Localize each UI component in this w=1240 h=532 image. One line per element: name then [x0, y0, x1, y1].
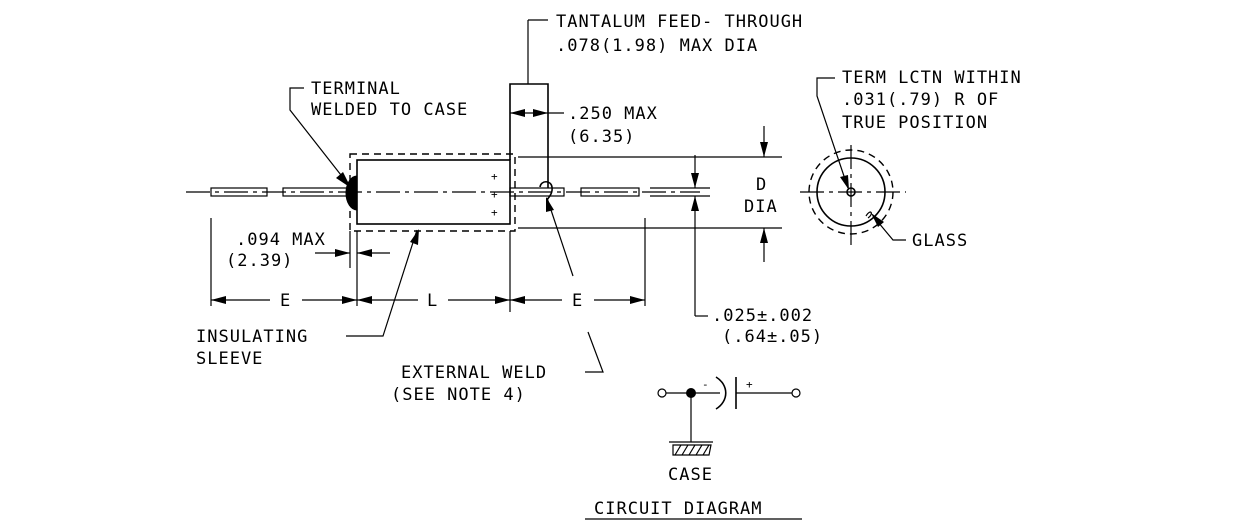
arrowhead	[760, 228, 768, 243]
polarity-negative: -	[702, 378, 709, 391]
insulating-sleeve	[349, 153, 516, 232]
external-weld-leader	[585, 331, 604, 373]
arrowhead	[510, 109, 525, 117]
max250-label-line1: .250 MAX	[568, 104, 658, 124]
term-lctn-label-line2: .031(.79) R OF	[842, 90, 999, 110]
polarity-mark: +	[491, 188, 498, 201]
feedthrough-lead	[509, 187, 565, 197]
end-view	[800, 77, 906, 246]
external-weld-leader-diag	[546, 197, 574, 277]
arrowhead	[335, 249, 350, 257]
insulating-label-line1: INSULATING	[196, 327, 308, 347]
right-lead-outer	[580, 187, 640, 197]
arrowhead	[691, 196, 699, 211]
external-weld-label-line1: EXTERNAL WELD	[401, 363, 547, 383]
dia-label: DIA	[744, 197, 778, 217]
insulating-leader	[346, 229, 418, 337]
arrowhead	[630, 296, 645, 304]
end-view-case-circle	[816, 157, 886, 227]
lead-dia-label-line1: .025±.002	[712, 306, 813, 326]
left-lead-outer	[210, 187, 268, 197]
glass-hatch	[865, 211, 872, 219]
terminal-weld	[345, 175, 358, 211]
terminal-label-line1: TERMINAL	[311, 79, 401, 99]
arrowhead	[533, 109, 548, 117]
external-weld-label-line2: (SEE NOTE 4)	[391, 385, 526, 405]
circuit-terminal-right	[791, 388, 801, 398]
arrowhead	[546, 197, 554, 212]
arrowhead	[211, 296, 226, 304]
dim-e-right-label: E	[572, 291, 583, 311]
arrowhead	[342, 296, 357, 304]
tantalum-label-line2: .078(1.98) MAX DIA	[556, 36, 758, 56]
polarity-positive: +	[746, 378, 753, 391]
max094-label-line2: (2.39)	[226, 251, 293, 271]
dim-e-left-label: E	[280, 291, 291, 311]
term-lctn-label-line3: TRUE POSITION	[842, 113, 988, 133]
circuit-diagram-title: CIRCUIT DIAGRAM	[594, 499, 763, 519]
arrowhead	[510, 296, 525, 304]
end-view-terminal-circle	[846, 187, 856, 197]
arrowhead	[336, 172, 351, 188]
arrowhead	[357, 296, 372, 304]
arrowhead	[495, 296, 510, 304]
external-weld-loop	[539, 180, 553, 201]
case-label: CASE	[668, 465, 713, 485]
arrowhead	[760, 142, 768, 157]
terminal-label-line2: WELDED TO CASE	[311, 100, 468, 120]
glass-label: GLASS	[912, 231, 968, 251]
arrowhead	[357, 249, 372, 257]
max250-label-line2: (6.35)	[568, 127, 635, 147]
end-view-sleeve-circle	[808, 149, 894, 235]
d-label: D	[756, 175, 767, 195]
capacitor-curved-plate	[715, 376, 727, 410]
case-ground-hatch	[672, 444, 712, 456]
lead-dia-label-line2: (.64±.05)	[722, 327, 823, 347]
terminal-leader	[289, 87, 349, 185]
arrowhead	[871, 213, 884, 227]
polarity-mark: +	[491, 206, 498, 219]
side-view: + + +	[186, 19, 782, 373]
polarity-mark: +	[491, 170, 498, 183]
tantalum-label-line1: TANTALUM FEED- THROUGH	[556, 12, 803, 32]
tantalum-feedthrough-outline	[509, 83, 549, 188]
insulating-label-line2: SLEEVE	[196, 349, 263, 369]
arrowhead	[410, 229, 419, 245]
circuit-terminal-left	[657, 388, 667, 398]
term-lctn-leader	[816, 77, 849, 189]
arrowhead	[840, 175, 849, 190]
max094-label-line1: .094 MAX	[236, 230, 326, 250]
circuit-diagram: - +	[585, 376, 802, 520]
dim-l-label: L	[427, 291, 438, 311]
arrowhead	[691, 173, 699, 188]
term-lctn-label-line1: TERM LCTN WITHIN	[842, 68, 1022, 88]
